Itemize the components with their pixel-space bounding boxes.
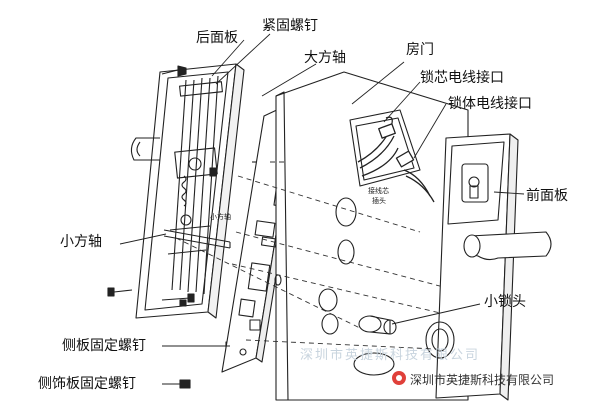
label-lock-body-wire-port: 锁体电线接口 <box>448 96 532 112</box>
label-front-panel: 前面板 <box>526 188 568 204</box>
label-side-trim-screw: 侧饰板固定螺钉 <box>38 376 136 392</box>
brand-circle-icon <box>392 371 406 385</box>
label-large-square-shaft: 大方轴 <box>304 50 346 66</box>
tiny-label-small-shaft: 小方轴 <box>210 213 231 221</box>
label-door: 房门 <box>406 42 434 58</box>
label-back-panel: 后面板 <box>196 30 238 46</box>
front-panel-part <box>425 133 552 401</box>
tiny-label-connector-1: 接线芯 <box>368 187 389 195</box>
wires <box>357 116 435 203</box>
small-lock-head-part <box>358 315 397 335</box>
small-square-shaft-part <box>163 229 231 249</box>
label-tighten-screw: 紧固螺钉 <box>262 18 318 34</box>
leader-lines <box>119 33 525 385</box>
watermark-faint: 深圳市英捷斯科技有限公司 <box>300 348 481 363</box>
back-panel-part <box>130 63 245 319</box>
label-small-square-shaft: 小方轴 <box>60 234 102 250</box>
alignment-lines <box>175 161 471 351</box>
tiny-label-connector-2: 插头 <box>372 197 386 205</box>
watermark-brand: 深圳市英捷斯科技有限公司 <box>410 373 555 387</box>
label-small-lock-head: 小锁头 <box>484 294 526 310</box>
label-side-plate-screw: 侧板固定螺钉 <box>62 338 146 354</box>
label-cylinder-wire-port: 锁芯电线接口 <box>420 70 504 86</box>
